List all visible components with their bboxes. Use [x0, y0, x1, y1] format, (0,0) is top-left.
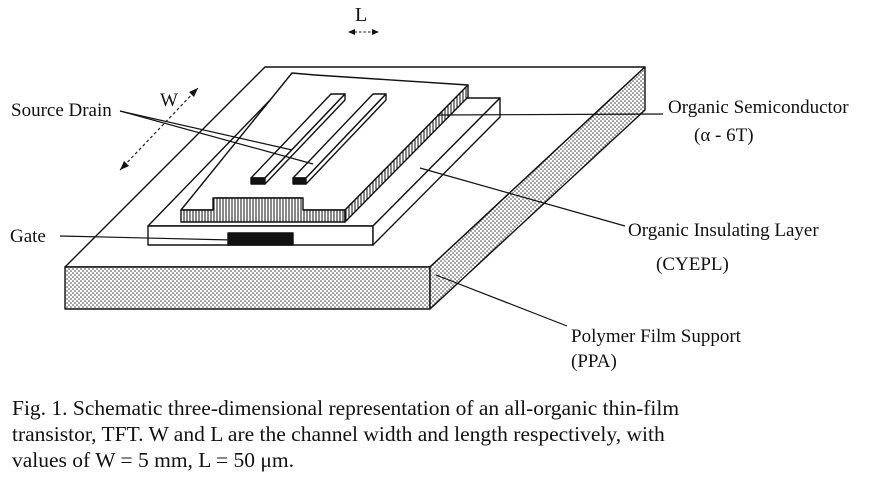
drain-front-face: [292, 177, 307, 185]
caption-line-3: values of W = 5 mm, L = 50 μm.: [12, 448, 295, 472]
length-arrow: [348, 29, 379, 35]
source-electrode: [250, 93, 346, 185]
gate-label: Gate: [10, 226, 46, 247]
semiconductor-leader: [436, 113, 664, 116]
substrate-side-face: [429, 66, 646, 310]
drain-electrode: [292, 93, 387, 185]
width-label: W: [160, 90, 178, 111]
gate-leader: [59, 235, 233, 241]
semiconductor-label: Organic Semiconductor: [668, 97, 849, 118]
drain-leader: [119, 110, 314, 165]
caption-line-2: transistor, TFT. W and L are the channel…: [12, 422, 665, 446]
insulator-formula-label: (CYEPL): [656, 254, 729, 275]
width-arrow: [119, 87, 199, 171]
drain-side-face: [305, 93, 387, 185]
substrate-front-face: [64, 266, 431, 310]
semiconductor-front-face: [180, 197, 346, 223]
length-label: L: [355, 4, 368, 26]
figure-caption: Fig. 1. Schematic three-dimensional repr…: [12, 395, 874, 473]
support-label: Polymer Film Support: [571, 326, 741, 347]
tft-schematic: [59, 29, 664, 327]
source-side-face: [264, 93, 346, 185]
caption-line-1: Fig. 1. Schematic three-dimensional repr…: [12, 396, 680, 420]
insulator-side-face: [372, 97, 501, 246]
semiconductor-side-face: [344, 84, 469, 223]
semiconductor-formula-label: (α - 6T): [694, 125, 754, 146]
insulator-leader: [419, 167, 626, 227]
source-leader: [119, 110, 293, 151]
source-drain-label: Source Drain: [11, 100, 112, 121]
support-leader: [435, 274, 568, 327]
gate-electrode: [227, 232, 294, 246]
insulator-label: Organic Insulating Layer: [628, 220, 819, 241]
support-formula-label: (PPA): [571, 351, 617, 372]
source-front-face: [250, 177, 266, 185]
